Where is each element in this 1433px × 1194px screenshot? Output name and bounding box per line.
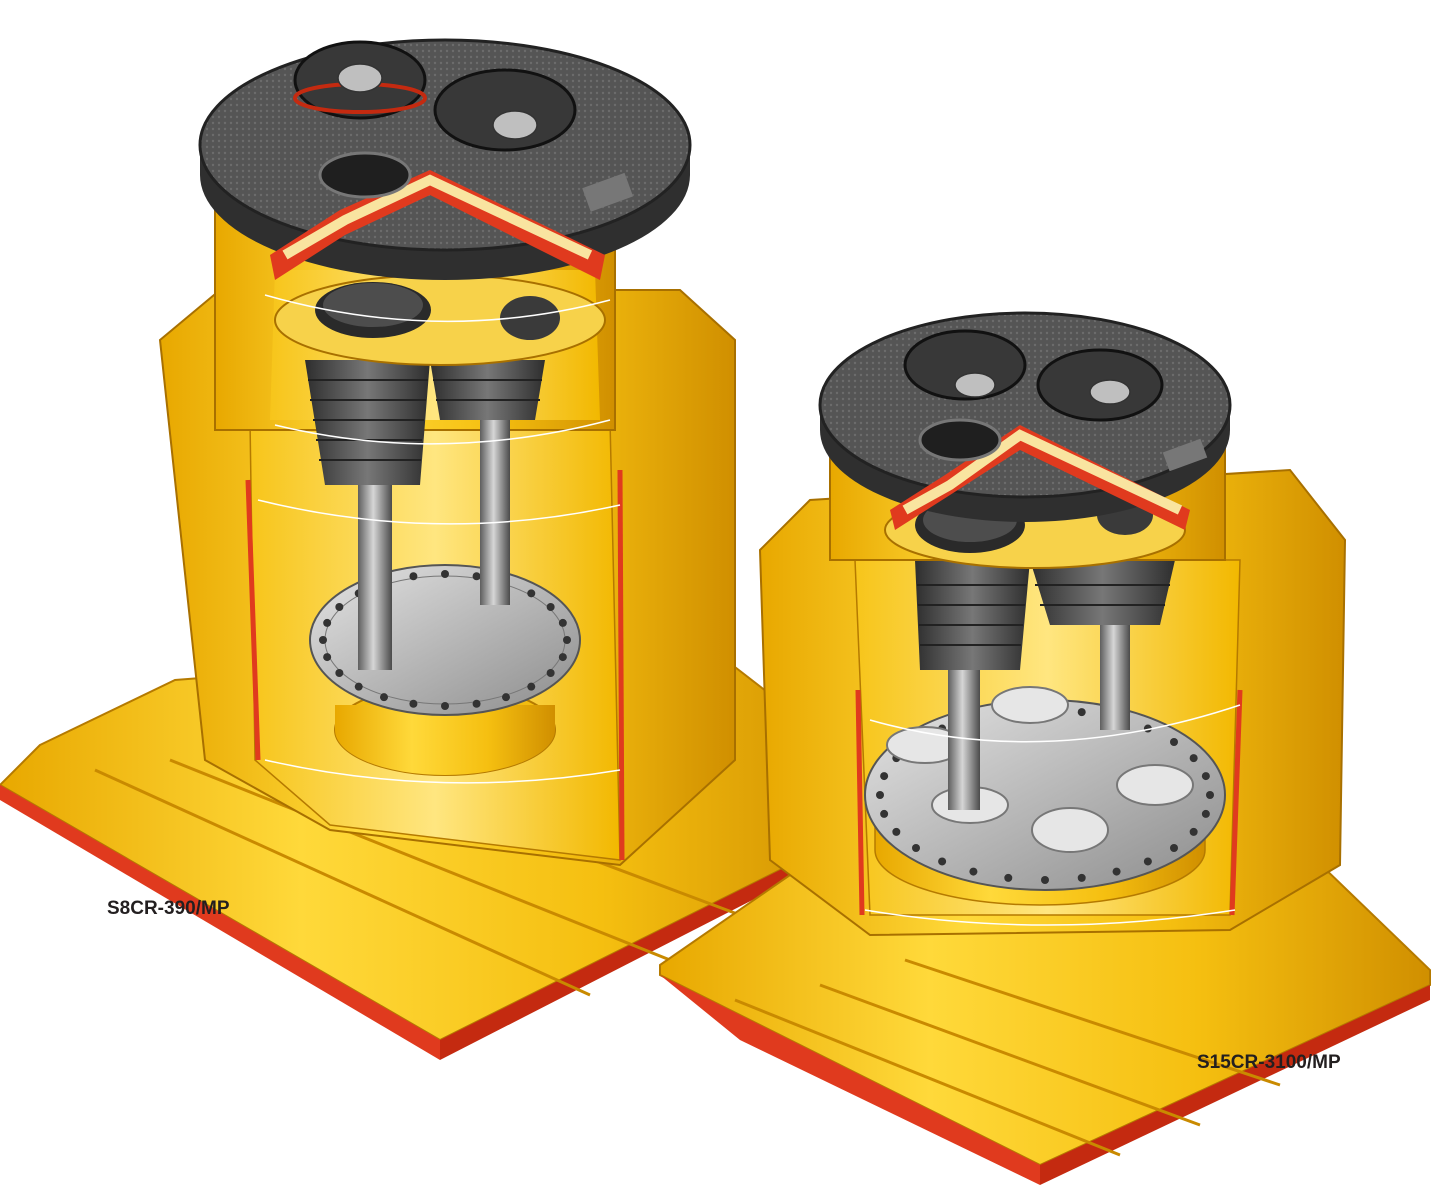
model-label-left: S8CR-390/MP xyxy=(107,898,230,919)
right-bellows xyxy=(915,560,1175,670)
flange-bolt xyxy=(380,693,388,702)
flange-bolt xyxy=(1004,873,1013,882)
flange-bolt xyxy=(880,772,889,781)
left-bellows xyxy=(305,360,545,485)
flange-bolt xyxy=(1170,843,1179,852)
flange-bolt xyxy=(1189,754,1198,763)
flange-bolt xyxy=(527,589,536,598)
flange-bolt xyxy=(354,682,363,691)
flange-bolt xyxy=(472,699,481,708)
flange-bolt xyxy=(563,636,571,644)
flange-bolt xyxy=(938,857,947,866)
left-pipe-2 xyxy=(480,420,510,605)
flange-bolt xyxy=(335,603,344,611)
right-sump xyxy=(659,311,1431,1185)
flange-bolt xyxy=(1206,791,1214,799)
flange-bolt xyxy=(892,827,901,836)
left-pipe-1 xyxy=(358,470,392,670)
flange-bolt xyxy=(1041,876,1049,884)
flange-bolt xyxy=(880,809,889,818)
flange-bolt xyxy=(969,867,978,876)
left-lid xyxy=(198,38,692,280)
flange-bolt xyxy=(546,603,555,611)
flange-bolt xyxy=(409,699,418,708)
flange-bolt xyxy=(1170,738,1179,747)
flange-bolt xyxy=(409,572,418,581)
flange-bolt xyxy=(502,693,510,702)
flange-bolt xyxy=(323,653,332,662)
flange-bolt xyxy=(911,843,920,852)
flange-bolt xyxy=(558,618,567,627)
flange-bolt xyxy=(527,682,536,691)
flange-bolt xyxy=(335,669,344,677)
flange-bolt xyxy=(876,791,884,799)
flange-bolt xyxy=(1143,857,1152,866)
left-flange-plate xyxy=(309,564,581,716)
flange-bolt xyxy=(1189,827,1198,836)
flange-bolt xyxy=(1112,867,1121,876)
flange-bolt xyxy=(323,618,332,627)
left-manway-cover-2 xyxy=(433,68,577,152)
flange-bolt xyxy=(1201,772,1210,781)
left-sump xyxy=(0,38,862,1060)
flange-bolt xyxy=(558,653,567,662)
flange-bolt xyxy=(441,570,449,578)
flange-bolt xyxy=(1077,708,1086,717)
flange-bolt xyxy=(319,636,327,644)
flange-bolt xyxy=(1077,873,1086,882)
flange-bolt xyxy=(546,669,555,677)
model-label-right: S15CR-3100/MP xyxy=(1197,1052,1341,1073)
flange-bolt xyxy=(441,702,449,710)
right-lid xyxy=(818,311,1232,530)
flange-bolt xyxy=(472,572,481,581)
flange-bolt xyxy=(1201,809,1210,818)
